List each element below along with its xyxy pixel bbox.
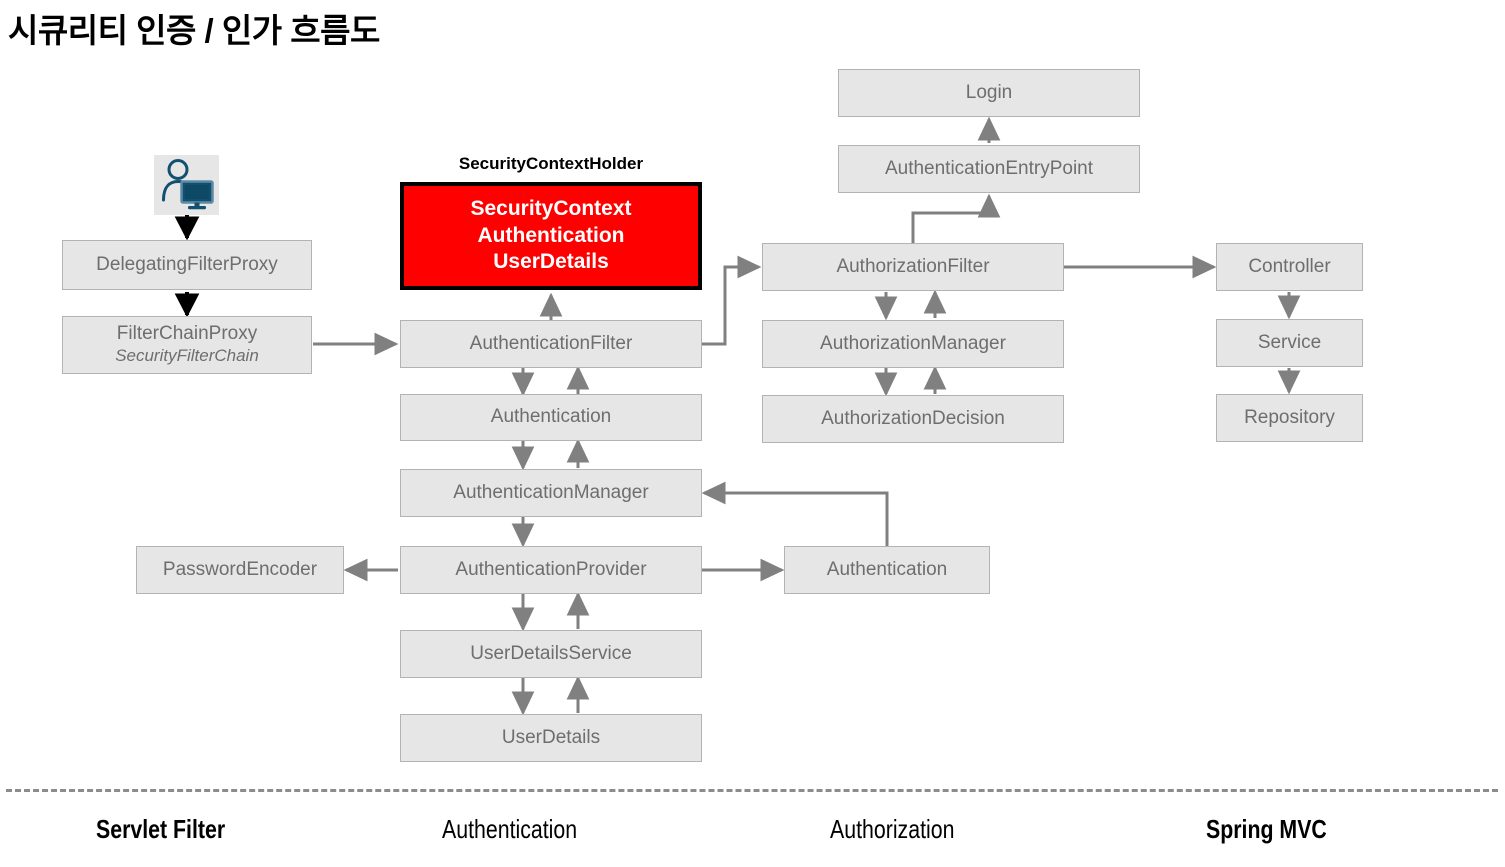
node-user-details-service[interactable]: UserDetailsService xyxy=(400,630,702,678)
node-label: UserDetailsService xyxy=(470,642,632,664)
node-label: AuthenticationEntryPoint xyxy=(884,157,1094,179)
node-label: PasswordEncoder xyxy=(162,558,318,580)
node-label: AuthorizationFilter xyxy=(836,255,990,277)
footer-label-spring-mvc: Spring MVC xyxy=(1206,814,1327,844)
node-authorization-filter[interactable]: AuthorizationFilter xyxy=(762,243,1064,291)
page-title: 시큐리티 인증 / 인가 흐름도 xyxy=(8,12,380,49)
node-sublabel: SecurityFilterChain xyxy=(115,346,259,366)
node-label-user-details: UserDetails xyxy=(493,250,609,274)
footer-label-authorization: Authorization xyxy=(830,814,955,844)
node-authentication-entry-point[interactable]: AuthenticationEntryPoint xyxy=(838,145,1140,193)
node-authorization-manager[interactable]: AuthorizationManager xyxy=(762,320,1064,368)
node-user-details[interactable]: UserDetails xyxy=(400,714,702,762)
node-authentication-provider[interactable]: AuthenticationProvider xyxy=(400,546,702,594)
node-label-security-context: SecurityContext xyxy=(470,196,632,220)
user-at-computer-icon xyxy=(154,155,219,215)
node-label: Repository xyxy=(1244,406,1335,428)
node-label: AuthorizationManager xyxy=(820,332,1006,354)
node-authentication-filter[interactable]: AuthenticationFilter xyxy=(400,320,702,368)
node-label: Service xyxy=(1257,331,1322,353)
footer-label-authentication: Authentication xyxy=(442,814,578,844)
node-label-authentication: Authentication xyxy=(477,223,625,247)
securitycontextholder-caption: SecurityContextHolder xyxy=(458,154,644,173)
node-label: Login xyxy=(965,81,1013,103)
node-security-context-holder[interactable]: SecurityContext Authentication UserDetai… xyxy=(400,182,702,290)
node-repository[interactable]: Repository xyxy=(1216,394,1363,442)
node-label: AuthenticationProvider xyxy=(455,558,647,580)
node-service[interactable]: Service xyxy=(1216,319,1363,367)
node-authentication-manager[interactable]: AuthenticationManager xyxy=(400,469,702,517)
node-label: AuthenticationFilter xyxy=(469,332,633,354)
footer-label-servlet-filter: Servlet Filter xyxy=(96,814,226,844)
node-authentication[interactable]: Authentication xyxy=(400,394,702,441)
node-filter-chain-proxy[interactable]: FilterChainProxy SecurityFilterChain xyxy=(62,316,312,374)
section-separator xyxy=(6,789,1498,792)
node-label: AuthorizationDecision xyxy=(821,407,1005,429)
node-password-encoder[interactable]: PasswordEncoder xyxy=(136,546,344,594)
node-label: Controller xyxy=(1248,255,1331,277)
node-delegating-filter-proxy[interactable]: DelegatingFilterProxy xyxy=(62,240,312,290)
node-login[interactable]: Login xyxy=(838,69,1140,117)
node-authorization-decision[interactable]: AuthorizationDecision xyxy=(762,395,1064,443)
node-label: UserDetails xyxy=(501,726,601,748)
node-label: Authentication xyxy=(490,406,612,428)
node-controller[interactable]: Controller xyxy=(1216,243,1363,291)
node-authentication-token[interactable]: Authentication xyxy=(784,546,990,594)
node-label: FilterChainProxy xyxy=(116,323,258,345)
node-label: DelegatingFilterProxy xyxy=(96,253,278,275)
node-label: AuthenticationManager xyxy=(453,481,649,503)
node-label: Authentication xyxy=(826,558,948,580)
